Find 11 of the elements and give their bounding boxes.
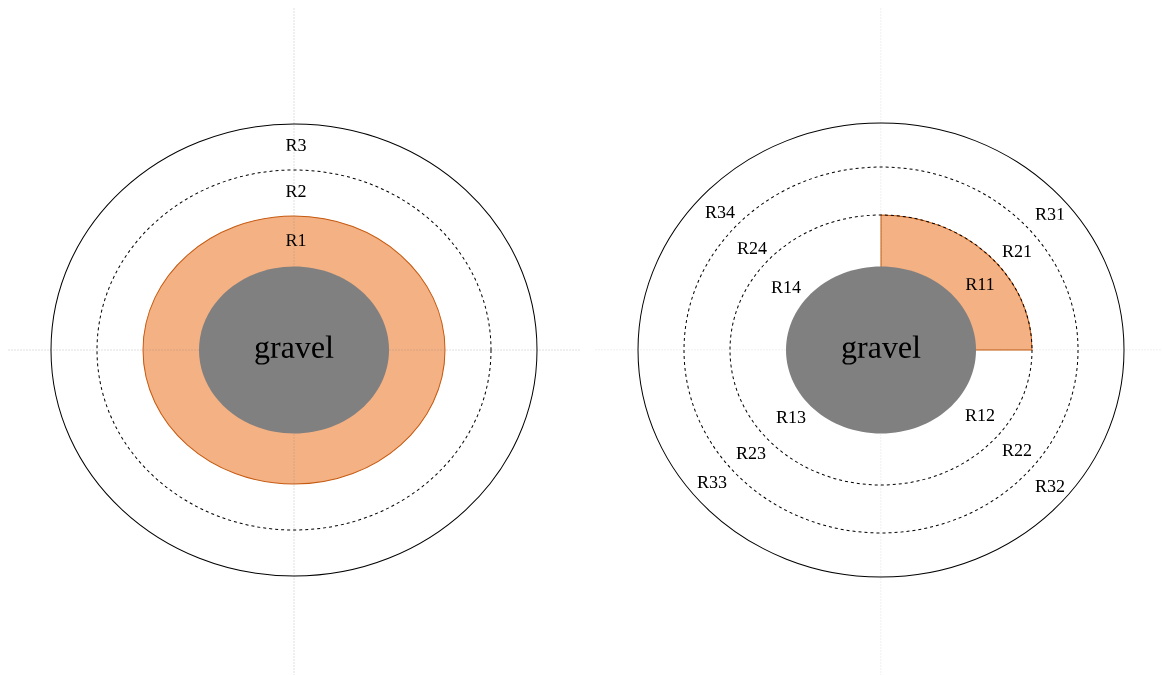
region-label: R32: [1035, 479, 1065, 493]
region-label: R22: [1002, 444, 1032, 456]
region-label: R23: [736, 446, 766, 460]
region-label: R21: [1002, 245, 1031, 257]
region-label: R2: [286, 185, 306, 197]
region-label: R33: [697, 475, 727, 489]
region-label: R34: [705, 205, 735, 219]
region-label: R31: [1035, 207, 1064, 221]
region-label: R3: [286, 138, 306, 152]
region-label: R24: [737, 242, 767, 254]
region-label: R1: [286, 234, 306, 246]
